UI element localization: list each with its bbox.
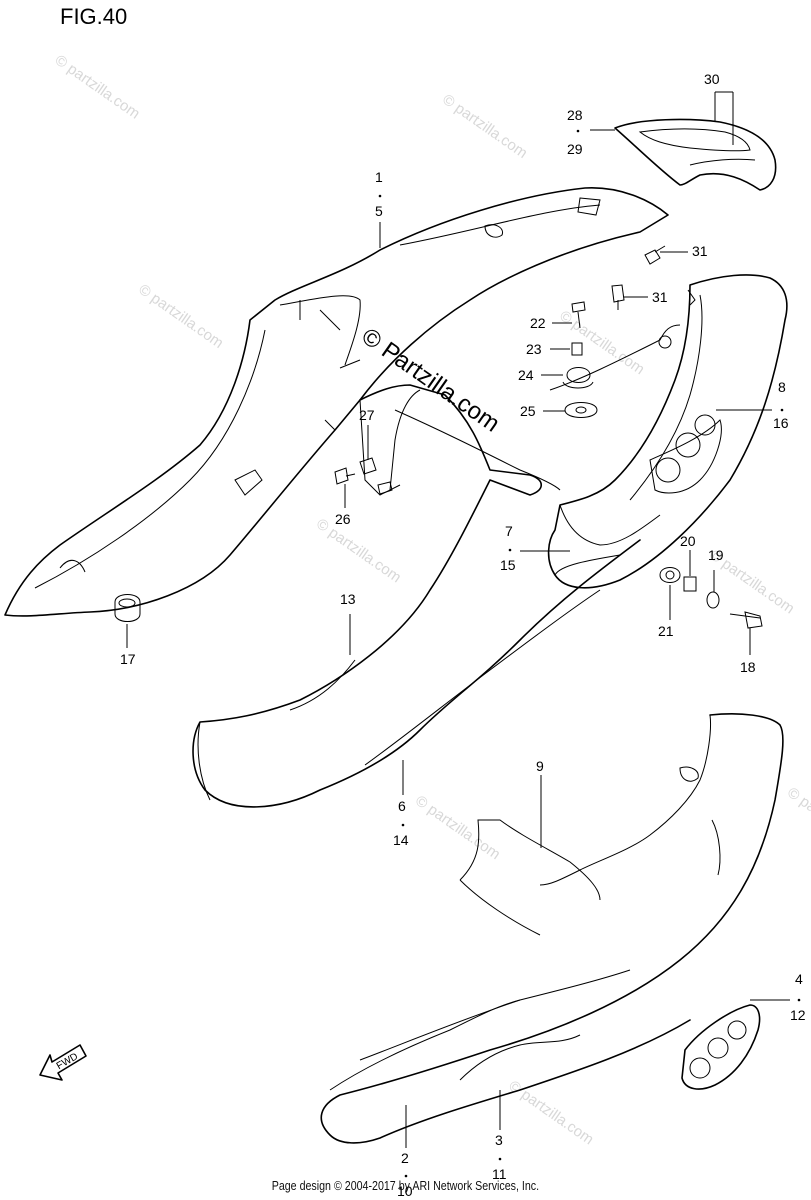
callout-29: 29 [567, 141, 583, 157]
callout-dot [780, 408, 784, 412]
callout-17: 17 [120, 651, 136, 667]
side-emblem[interactable] [681, 1004, 761, 1090]
watermark-text: © partzilla.com [784, 784, 811, 855]
frame-cover-center[interactable] [192, 384, 641, 808]
callout-11: 11 [492, 1166, 507, 1182]
callout-16: 16 [773, 415, 789, 431]
callout-3: 3 [495, 1132, 503, 1148]
callout-dot [378, 194, 382, 198]
watermark-text: © partzilla.com [412, 792, 503, 863]
watermark-text: © partzilla.com [313, 515, 404, 586]
callout-1: 1 [375, 169, 383, 185]
callout-20: 20 [680, 533, 696, 549]
callout-23: 23 [526, 341, 542, 357]
fwd-label: FWD [55, 1051, 80, 1072]
forward-direction-arrow: FWD [39, 1044, 87, 1081]
callout-27: 27 [359, 407, 375, 423]
watermark-text: © partzilla.com [505, 1077, 596, 1148]
callout-19: 19 [708, 547, 724, 563]
callout-18: 18 [740, 659, 756, 675]
callout-dot [576, 129, 580, 133]
callout-12: 12 [790, 1007, 806, 1023]
callout-8: 8 [778, 379, 786, 395]
callout-dot [401, 823, 405, 827]
callout-22: 22 [530, 315, 546, 331]
watermark-main: © Partzilla.com [357, 323, 505, 438]
seat-rail-plates [394, 324, 681, 491]
callout-9: 9 [536, 758, 544, 774]
callout-21: 21 [658, 623, 674, 639]
callout-6: 6 [398, 798, 406, 814]
callout-31b: 31 [652, 289, 668, 305]
callout-28: 28 [567, 107, 583, 123]
callout-31: 31 [692, 243, 708, 259]
hardware [114, 245, 763, 629]
callout-26: 26 [335, 511, 351, 527]
callout-14: 14 [393, 832, 409, 848]
callout-15: 15 [500, 557, 516, 573]
rear-grab-handle[interactable] [614, 118, 777, 191]
leader-lines [126, 91, 790, 1148]
watermark-text: © partzilla.com [439, 91, 530, 162]
callout-dot [498, 1157, 502, 1161]
callout-4: 4 [795, 971, 803, 987]
callout-25: 25 [520, 403, 536, 419]
callout-13: 13 [340, 591, 356, 607]
callout-dot [797, 998, 801, 1002]
callout-dot [508, 548, 512, 552]
watermark-text: © partzilla.com [52, 52, 143, 123]
watermark-text: © partzilla.com [556, 307, 647, 378]
callout-30: 30 [704, 71, 720, 87]
callout-24: 24 [518, 367, 534, 383]
callout-5: 5 [375, 203, 383, 219]
frame-cover-right-rear[interactable] [547, 274, 788, 589]
callout-7: 7 [505, 523, 513, 539]
callout-2: 2 [401, 1150, 409, 1166]
callouts: 1 5 28 29 30 31 31 22 23 24 25 8 16 27 2… [120, 71, 806, 1199]
callout-10: 10 [397, 1183, 413, 1199]
frame-cover-left-lower[interactable] [320, 713, 784, 1144]
callout-dot [404, 1174, 408, 1178]
fig-title: FIG.40 [60, 4, 128, 29]
rear-seat-tail-cover[interactable] [4, 187, 669, 617]
watermark-text: © partzilla.com [135, 281, 226, 352]
copyright-footer: Page design © 2004-2017 by ARI Network S… [271, 1178, 540, 1193]
